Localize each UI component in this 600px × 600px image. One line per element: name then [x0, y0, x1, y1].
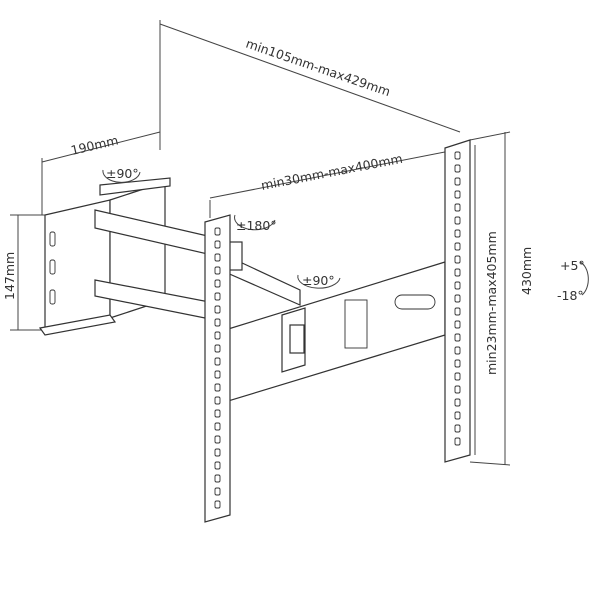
rail-slot-hole: [454, 411, 461, 420]
swing-arms: [94, 209, 301, 323]
rail-slot-hole: [214, 279, 221, 288]
rail-slot-hole: [214, 409, 221, 418]
rail-slot-hole: [454, 151, 461, 160]
rail-slot-hole: [214, 305, 221, 314]
rail-slot-hole: [454, 437, 461, 446]
rail-slot-hole: [454, 164, 461, 173]
rail-slot-hole: [214, 422, 221, 431]
rail-slot-hole: [454, 268, 461, 277]
rail-slot-hole: [454, 398, 461, 407]
rail-slot-hole: [214, 487, 221, 496]
left-vesa-rail: [204, 214, 231, 523]
wall-swivel-label: ±90°: [106, 166, 139, 181]
rail-slot-hole: [454, 307, 461, 316]
rail-slot-hole: [454, 281, 461, 290]
arm-rotation-label: ±180°: [236, 218, 277, 233]
wall-plate: [38, 177, 171, 336]
rail-slot-hole: [454, 424, 461, 433]
rail-slot-hole: [214, 383, 221, 392]
tilt-down-label: -18°: [557, 288, 584, 303]
rail-slot-hole: [454, 242, 461, 251]
tilt-up-label: +5°: [560, 258, 585, 273]
rail-height-label: 430mm: [519, 247, 534, 295]
wall-plate-height-label: 147mm: [2, 252, 17, 300]
rail-slot-hole: [214, 461, 221, 470]
rail-slot-hole: [214, 435, 221, 444]
right-vesa-rail: [444, 139, 471, 463]
wall-plate-width-label: 190mm: [69, 132, 119, 157]
rail-slot-hole: [214, 292, 221, 301]
dimension-lines: [10, 20, 511, 466]
rail-slot-hole: [214, 357, 221, 366]
rail-slot-hole: [454, 177, 461, 186]
rail-slot-hole: [214, 370, 221, 379]
rail-slot-hole: [214, 500, 221, 509]
rail-slot-hole: [214, 253, 221, 262]
rail-slot-hole: [214, 266, 221, 275]
rail-slot-hole: [454, 203, 461, 212]
rail-slot-hole: [214, 318, 221, 327]
horizontal-crossbar: [224, 261, 446, 403]
rail-slot-hole: [214, 474, 221, 483]
rail-slot-hole: [454, 346, 461, 355]
rail-slot-hole: [214, 331, 221, 340]
head-swivel-label: ±90°: [302, 273, 335, 288]
rail-slot-hole: [454, 216, 461, 225]
rail-slot-hole: [454, 359, 461, 368]
rail-slot-hole: [214, 227, 221, 236]
rail-slot-hole: [454, 385, 461, 394]
rail-slot-hole: [214, 344, 221, 353]
rail-slot-hole: [214, 396, 221, 405]
rail-slot-hole: [214, 240, 221, 249]
rail-slot-hole: [454, 229, 461, 238]
vertical-vesa-label: min23mm-max405mm: [484, 231, 499, 375]
rail-slot-hole: [214, 448, 221, 457]
horizontal-vesa-label: min30mm-max400mm: [260, 151, 404, 193]
rail-slot-hole: [454, 333, 461, 342]
arm-extension-label: min105mm-max429mm: [244, 36, 392, 100]
rail-slot-hole: [454, 294, 461, 303]
rail-slot-hole: [454, 372, 461, 381]
rail-slot-hole: [454, 255, 461, 264]
rotation-markers: [102, 169, 589, 296]
rail-slot-hole: [454, 190, 461, 199]
rail-slot-hole: [454, 320, 461, 329]
